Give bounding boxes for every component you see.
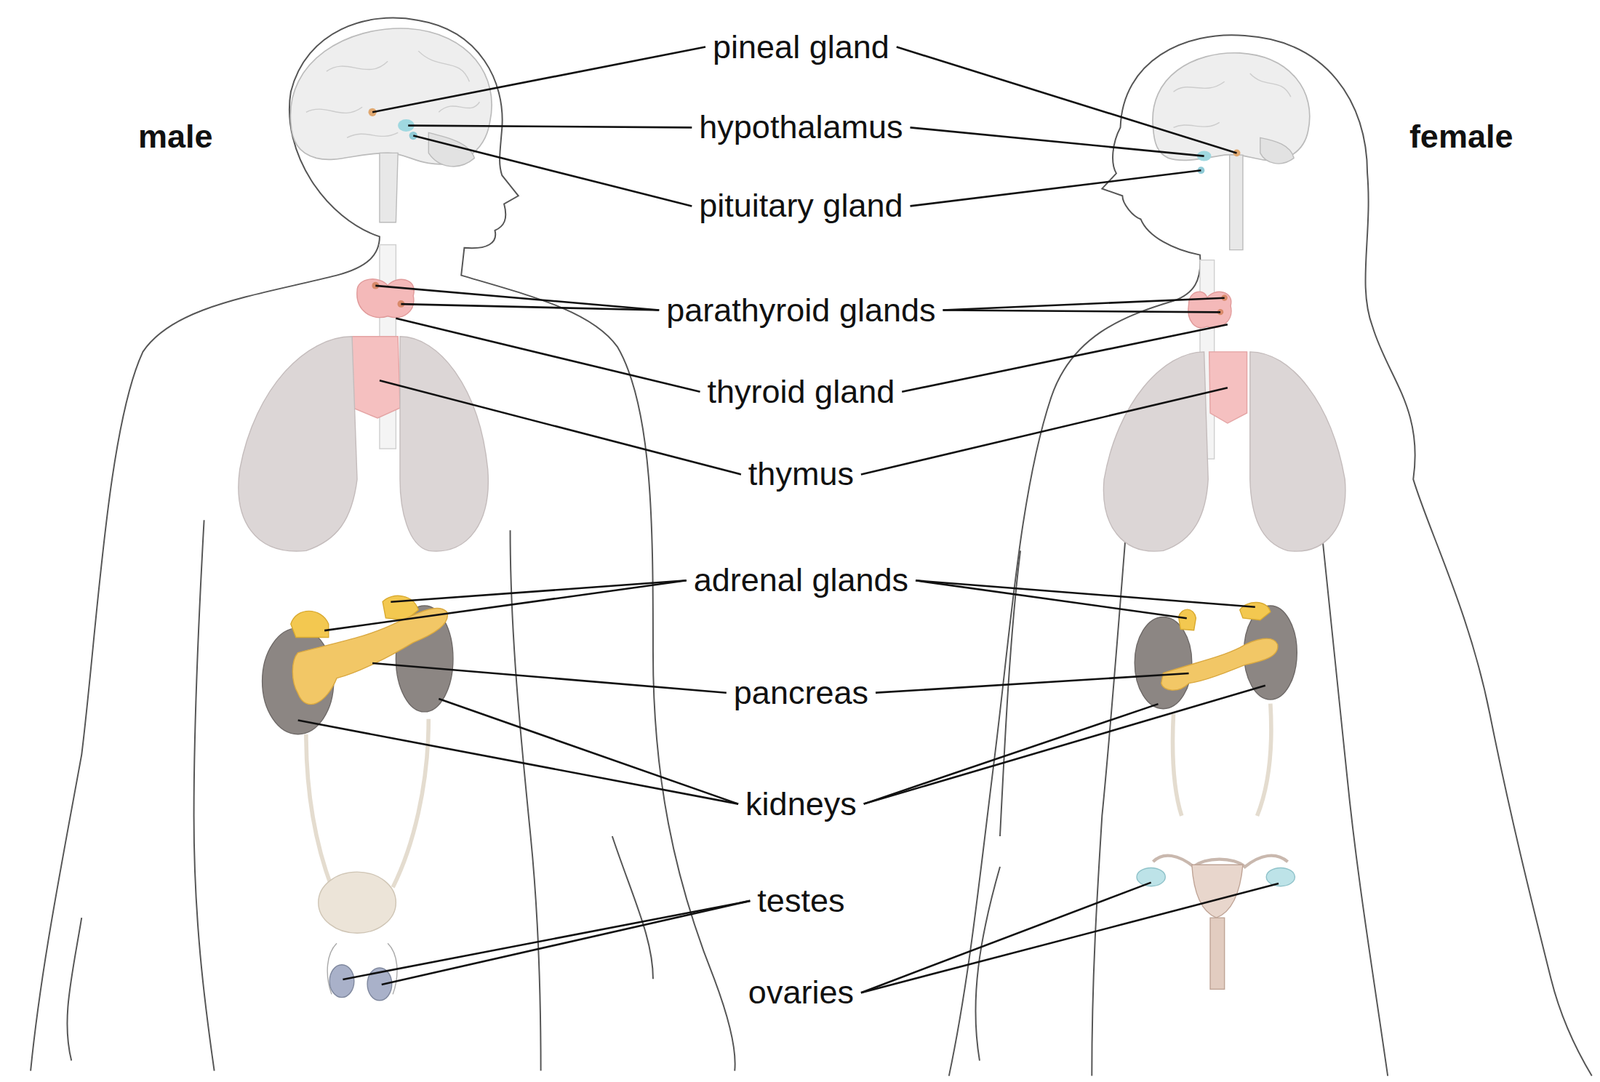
- figure-heading: female: [1406, 118, 1517, 155]
- leader-line: [864, 685, 1266, 805]
- leader-line: [943, 310, 1222, 313]
- leader-line: [915, 580, 1256, 607]
- male-neck-chest-part: [400, 336, 488, 552]
- gland-label: parathyroid glands: [663, 292, 939, 329]
- leader-line: [413, 136, 692, 207]
- gland-label: thyroid gland: [704, 373, 899, 411]
- gland-label: hypothalamus: [696, 109, 906, 147]
- female-abdomen-part: [1192, 864, 1243, 918]
- leader-line: [861, 883, 1279, 993]
- male-silhouette-part: [612, 836, 654, 979]
- male-brain-part: [379, 152, 398, 222]
- female-neck-chest-part: [1188, 291, 1232, 328]
- male-silhouette: [30, 18, 736, 1072]
- female-brain-part: [1229, 154, 1243, 250]
- female-abdomen-part: [1134, 616, 1192, 709]
- female-silhouette-part: [1316, 479, 1388, 1076]
- female-brain-part: [1152, 53, 1310, 161]
- female-abdomen-part: [1178, 609, 1197, 631]
- male-abdomen-part: [318, 872, 397, 934]
- gland-label: pineal gland: [709, 29, 893, 66]
- leader-line: [408, 125, 692, 128]
- male-neck-chest: [238, 245, 488, 552]
- leader-line: [342, 901, 750, 980]
- male-abdomen-part: [290, 610, 329, 638]
- male-neck-chest-part: [352, 336, 400, 419]
- female-abdomen-part: [1240, 602, 1271, 620]
- female-brain-part: [1260, 137, 1294, 164]
- female-silhouette-part: [949, 34, 1592, 1076]
- male-silhouette-part: [510, 530, 542, 1071]
- leader-line: [438, 698, 739, 805]
- male-abdomen: [262, 595, 454, 1001]
- male-neck-chest-part: [357, 279, 414, 318]
- male-neck-chest-part: [238, 336, 358, 552]
- female-abdomen-part: [1210, 917, 1225, 990]
- female-abdomen-part: [1266, 867, 1295, 886]
- gland-label: kidneys: [742, 786, 860, 823]
- figure-heading: male: [135, 118, 216, 155]
- female-abdomen: [1134, 602, 1297, 990]
- male-abdomen-part: [292, 608, 448, 704]
- female-abdomen-part: [1173, 704, 1272, 816]
- gland-label: pituitary gland: [696, 188, 906, 225]
- leader-line: [896, 47, 1238, 154]
- female-neck-chest-part: [1103, 352, 1208, 552]
- leader-line: [909, 127, 1204, 156]
- leader-line: [861, 882, 1152, 994]
- female-silhouette: [949, 34, 1592, 1076]
- leader-line: [901, 324, 1228, 392]
- leader-line: [390, 580, 686, 602]
- leader-line: [298, 720, 739, 805]
- male-abdomen-part: [306, 719, 429, 888]
- gland-label: pancreas: [730, 674, 872, 712]
- leader-line: [875, 673, 1190, 694]
- male-silhouette-part: [66, 917, 82, 1061]
- female-neck-chest-part: [1250, 352, 1346, 552]
- leader-line: [379, 380, 742, 475]
- leader-line: [324, 580, 687, 631]
- leader-line: [943, 298, 1225, 311]
- leader-line: [375, 285, 659, 311]
- gland-label: adrenal glands: [690, 562, 912, 600]
- gland-label: thymus: [745, 456, 857, 494]
- leader-line: [381, 901, 751, 985]
- gland-label: ovaries: [745, 974, 857, 1011]
- male-abdomen-part: [329, 965, 355, 998]
- leader-line: [909, 170, 1201, 206]
- leader-line: [861, 387, 1228, 475]
- male-brain-part: [306, 50, 480, 138]
- female-neck-chest: [1103, 260, 1345, 552]
- leader-line: [372, 47, 706, 113]
- male-silhouette-part: [30, 18, 736, 1072]
- leader-line: [395, 318, 700, 392]
- male-silhouette-part: [194, 520, 215, 1071]
- leader-line: [372, 663, 727, 694]
- gland-label: testes: [754, 882, 848, 920]
- female-brain-part: [1173, 73, 1291, 128]
- female-neck-chest-part: [1209, 352, 1248, 424]
- female-silhouette-part: [975, 866, 1000, 1061]
- female-abdomen-part: [1161, 638, 1278, 691]
- leader-line: [400, 304, 659, 310]
- leader-line: [864, 704, 1159, 804]
